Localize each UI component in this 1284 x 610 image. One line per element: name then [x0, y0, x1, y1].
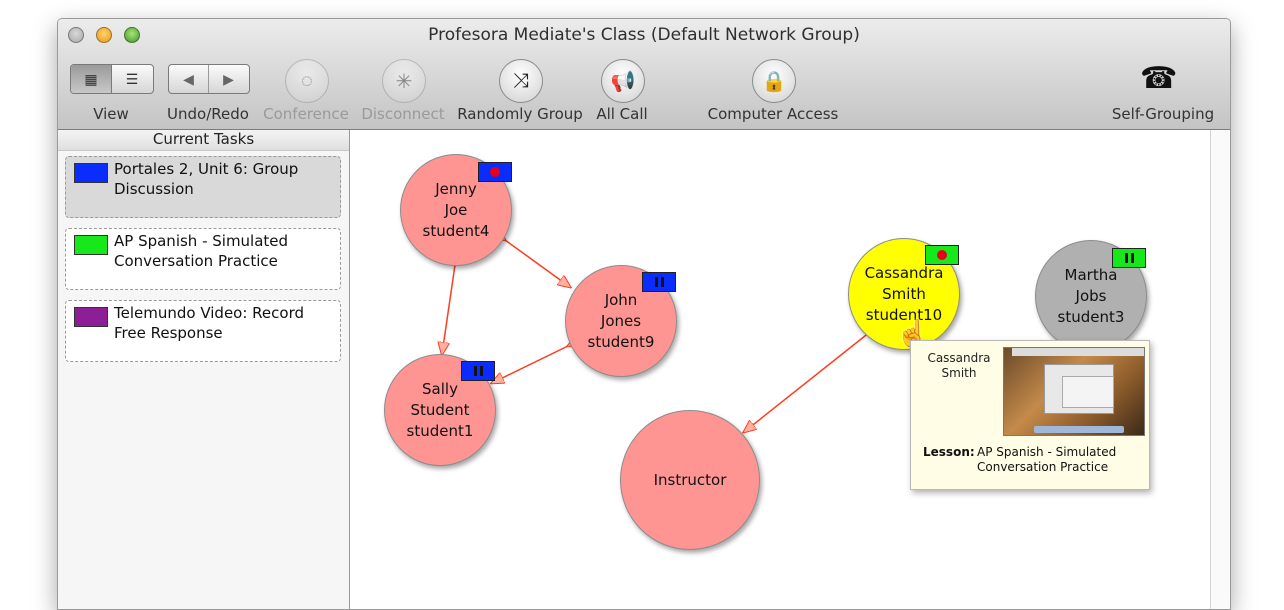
- instructor-node[interactable]: Instructor: [620, 410, 760, 550]
- node-username: student9: [587, 332, 655, 351]
- view-segmented-control[interactable]: ▦ ☰: [70, 64, 154, 94]
- node-username: student10: [865, 305, 943, 324]
- screen-thumbnail: [1003, 347, 1145, 436]
- undo-redo-label: Undo/Redo: [167, 105, 249, 123]
- sidebar-header: Current Tasks: [58, 130, 349, 151]
- task-label: AP Spanish - Simulated Conversation Prac…: [114, 232, 289, 270]
- telephone-icon[interactable]: ☎: [1140, 62, 1178, 95]
- task-item[interactable]: AP Spanish - Simulated Conversation Prac…: [65, 228, 341, 290]
- record-icon: [490, 167, 500, 177]
- node-name-line2: Jones: [600, 311, 642, 330]
- student-preview-popup: Cassandra Smith Lesson: AP Spanish - Sim…: [910, 340, 1150, 490]
- zoom-button[interactable]: [124, 27, 140, 43]
- status-badge-paused: [461, 361, 495, 381]
- conference-label: Conference: [263, 105, 349, 123]
- node-name-line1: Cassandra: [864, 263, 944, 282]
- node-name-line1: John: [604, 290, 638, 309]
- self-grouping-label: Self-Grouping: [1111, 105, 1215, 123]
- redo-icon[interactable]: ▶: [223, 70, 234, 87]
- task-color-swatch: [74, 163, 108, 183]
- task-item[interactable]: Telemundo Video: Record Free Response: [65, 300, 341, 362]
- randomly-group-icon[interactable]: ⤨: [499, 59, 543, 103]
- status-badge-paused: [1112, 248, 1146, 268]
- status-badge-recording: [478, 162, 512, 182]
- instructor-label: Instructor: [653, 470, 727, 489]
- node-name-line1: Martha: [1064, 265, 1118, 284]
- randomly-group-label: Randomly Group: [457, 105, 583, 123]
- window-title: Profesora Mediate's Class (Default Netwo…: [428, 25, 860, 45]
- status-badge-paused: [642, 272, 676, 292]
- grid-view-icon[interactable]: ▦: [71, 65, 112, 93]
- record-icon: [937, 250, 947, 260]
- conference-icon[interactable]: ◌: [285, 59, 329, 103]
- disconnect-icon[interactable]: ✳: [382, 59, 426, 103]
- vertical-scrollbar[interactable]: [1210, 130, 1230, 609]
- close-button[interactable]: [68, 27, 84, 43]
- node-name-line1: Sally: [422, 379, 458, 398]
- student-node-cassandra[interactable]: Cassandra Smith student10: [848, 238, 960, 350]
- minimize-button[interactable]: [96, 27, 112, 43]
- task-color-swatch: [74, 235, 108, 255]
- task-label: Telemundo Video: Record Free Response: [114, 304, 305, 342]
- task-color-swatch: [74, 307, 108, 327]
- task-label: Portales 2, Unit 6: Group Discussion: [114, 160, 299, 198]
- pause-icon: [473, 366, 483, 376]
- toolbar: Profesora Mediate's Class (Default Netwo…: [58, 19, 1230, 130]
- node-name-line2: Smith: [882, 284, 926, 303]
- node-name-line2: Joe: [444, 200, 468, 219]
- node-username: student4: [422, 221, 490, 240]
- pause-icon: [654, 277, 664, 287]
- all-call-icon[interactable]: 📢: [601, 59, 645, 103]
- view-label: View: [93, 105, 129, 123]
- status-badge-recording: [925, 245, 959, 265]
- all-call-label: All Call: [596, 105, 648, 123]
- node-name-line2: Student: [410, 400, 470, 419]
- node-name-line2: Jobs: [1075, 286, 1107, 305]
- node-username: student3: [1057, 307, 1125, 326]
- undo-redo-control[interactable]: ◀ ▶: [168, 64, 250, 94]
- computer-access-label: Computer Access: [707, 105, 839, 123]
- list-view-icon[interactable]: ☰: [125, 70, 139, 87]
- node-username: student1: [406, 421, 474, 440]
- popup-student-name: Cassandra Smith: [927, 351, 991, 380]
- pause-icon: [1124, 253, 1134, 263]
- popup-lesson-value: AP Spanish - Simulated Conversation Prac…: [977, 445, 1117, 474]
- disconnect-label: Disconnect: [361, 105, 445, 123]
- undo-icon[interactable]: ◀: [169, 65, 209, 93]
- popup-lesson-key: Lesson:: [923, 445, 975, 459]
- tasks-sidebar: Current Tasks Portales 2, Unit 6: Group …: [58, 130, 350, 609]
- task-item[interactable]: Portales 2, Unit 6: Group Discussion: [65, 156, 341, 218]
- lock-icon[interactable]: 🔒: [752, 59, 796, 103]
- node-name-line1: Jenny: [435, 179, 477, 198]
